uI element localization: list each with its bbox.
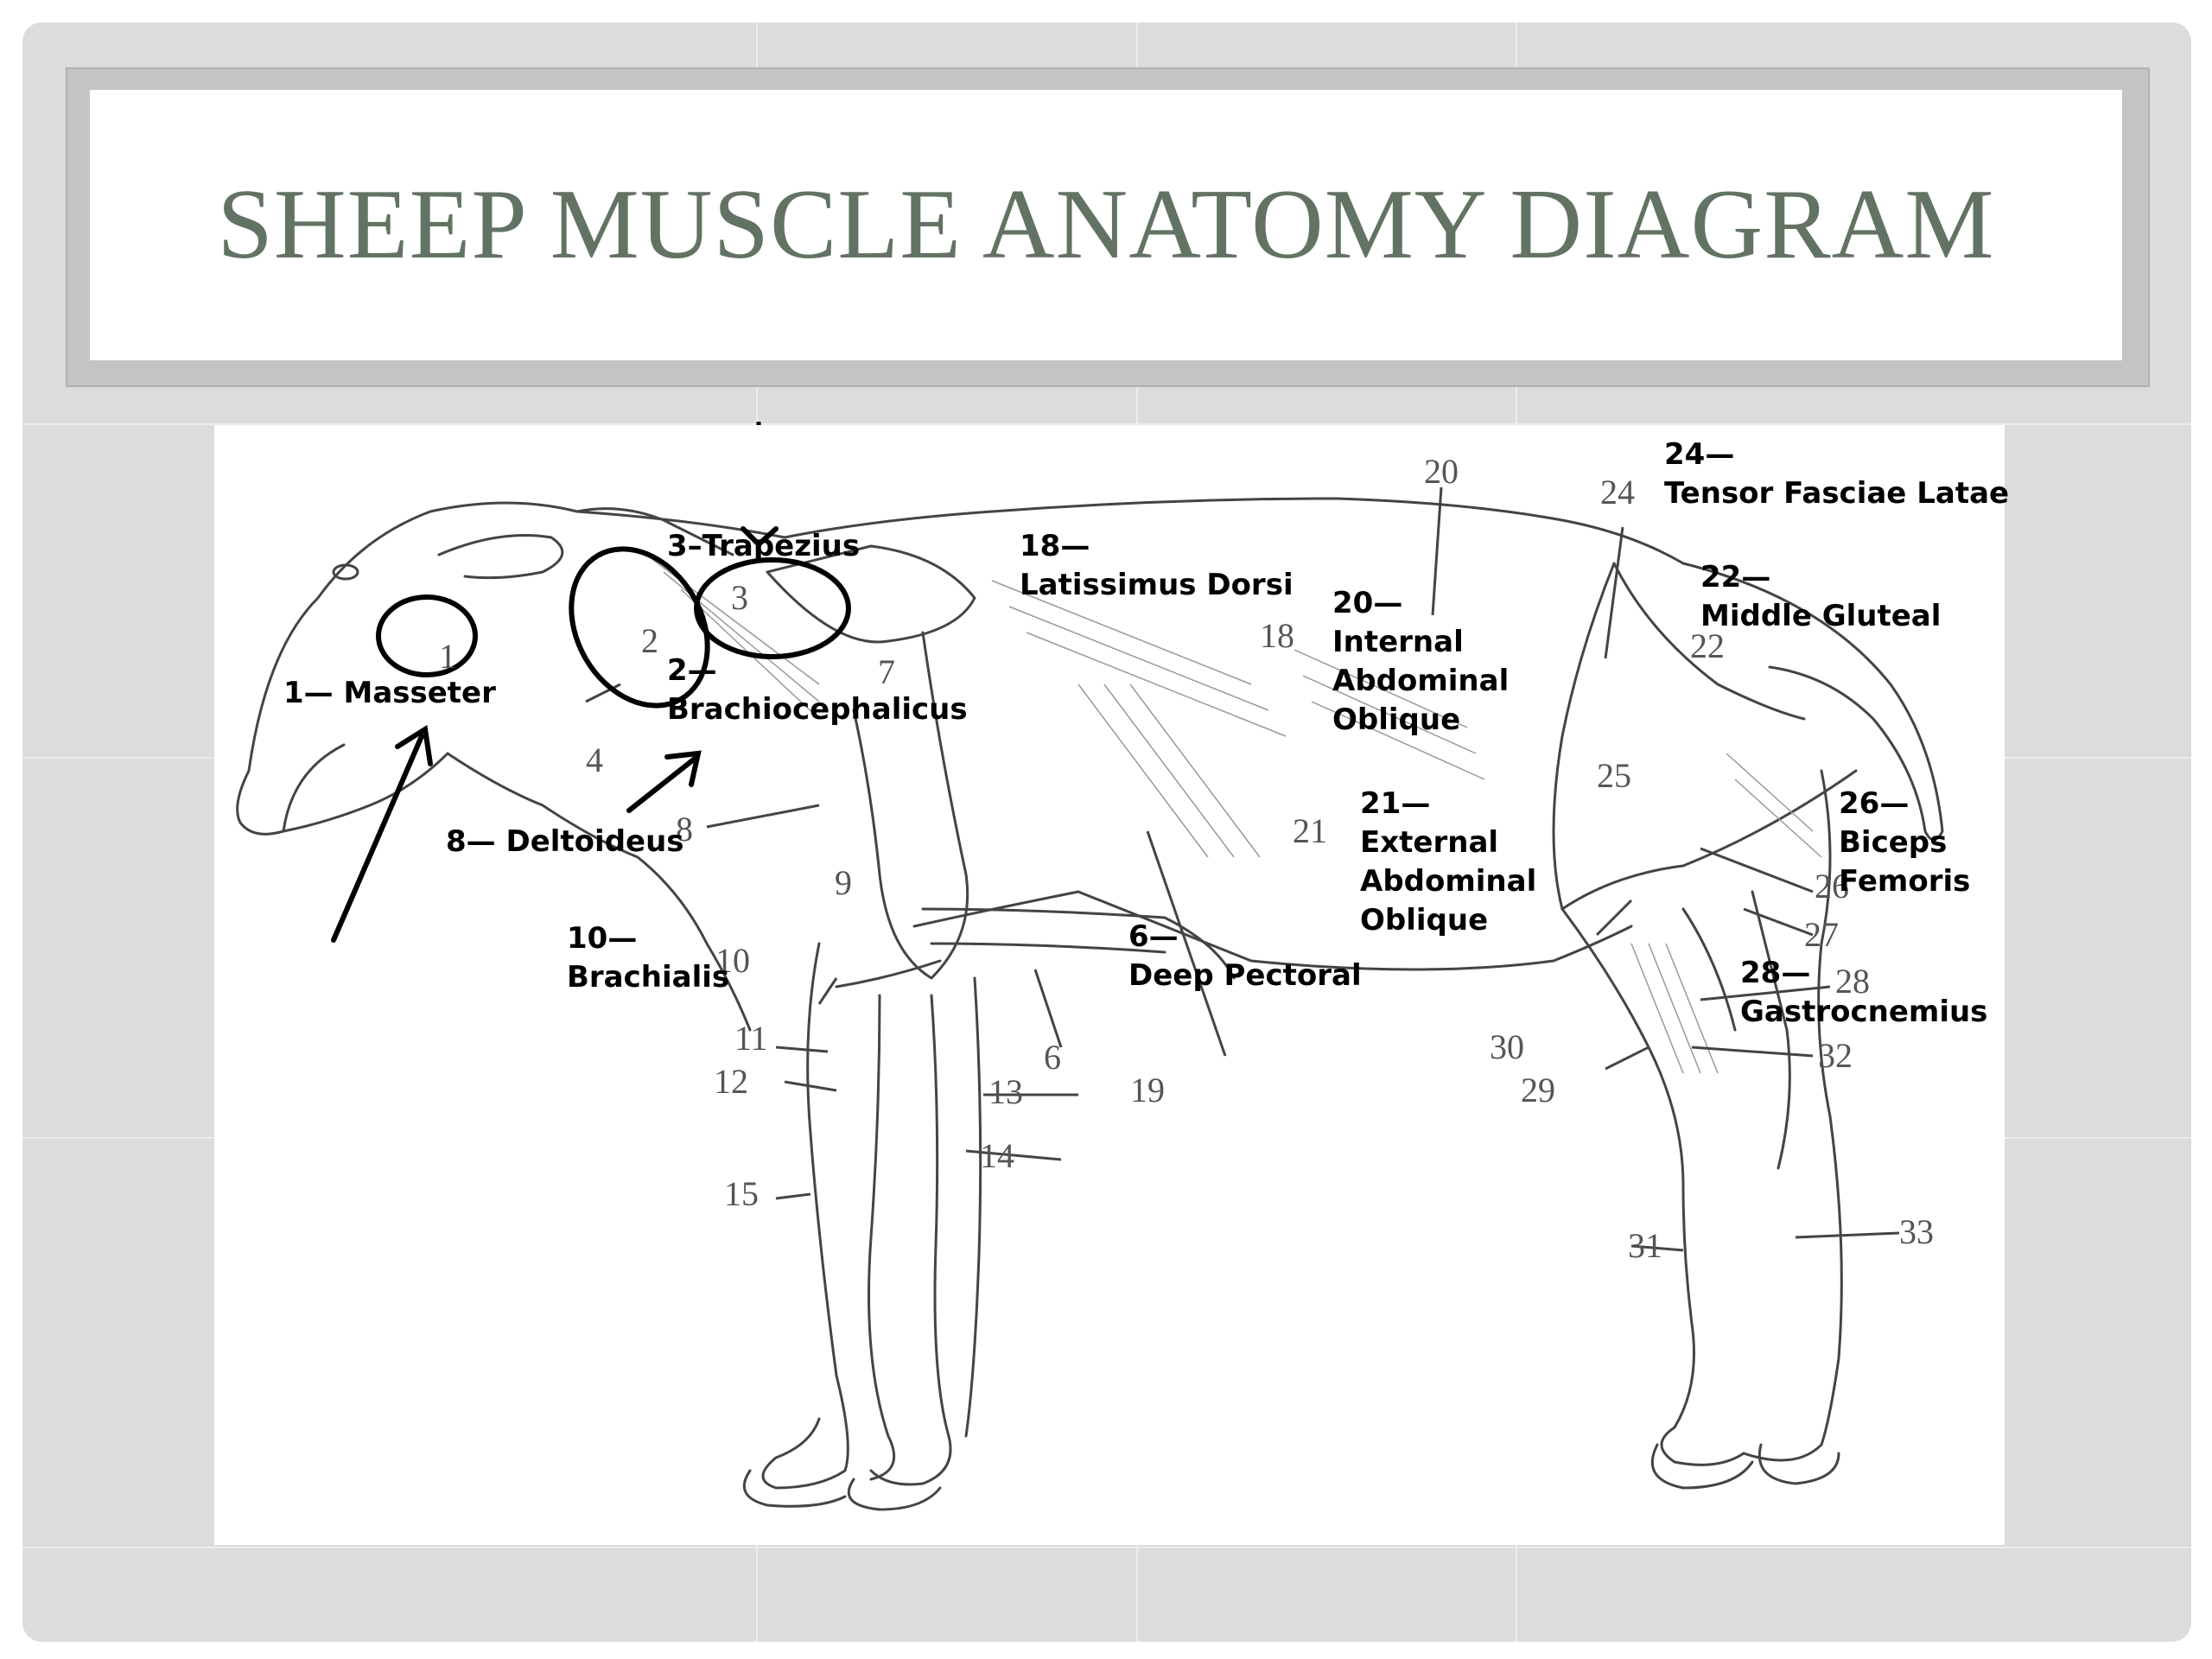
label-external-abdominal-oblique: 21— External Abdominal Oblique (1360, 786, 1537, 938)
figure-number: 4 (586, 741, 603, 779)
sheep-foreleg-front (761, 942, 849, 1490)
figure-number: 27 (1804, 915, 1839, 954)
figure-number: 3 (731, 578, 748, 617)
sheep-scapula (766, 544, 976, 644)
label-brachiocephalicus: 2— Brachiocephalicus (667, 653, 968, 727)
sheep-ear (437, 534, 564, 580)
figure-number: 19 (1130, 1071, 1165, 1109)
sheep-neck-bottom (446, 752, 752, 1032)
figure-number: 7 (878, 652, 895, 691)
figure-number: 26 (1815, 867, 1849, 906)
label-tensor-fasciae-latae: 24— Tensor Fasciae Latae (1664, 437, 2010, 511)
figure-number: 8 (676, 810, 693, 849)
grid-line (22, 423, 2191, 425)
figure-number: 20 (1424, 452, 1459, 491)
label-deep-pectoral: 6— Deep Pectoral (1128, 919, 1362, 993)
figure-number: 14 (980, 1136, 1014, 1175)
figure-number: 32 (1818, 1036, 1853, 1075)
slide-title: SHEEP MUSCLE ANATOMY DIAGRAM (217, 169, 1995, 280)
sheep-head (247, 501, 734, 772)
figure-number: 18 (1260, 616, 1294, 655)
label-latissimus-dorsi: 18— Latissimus Dorsi (1020, 529, 1294, 602)
muscle-hatching (645, 554, 1822, 1074)
label-trapezius: 3–Trapezius (667, 529, 861, 563)
figure-number: 9 (835, 863, 852, 902)
label-biceps-femoris: 26— Biceps Femoris (1839, 786, 1971, 899)
sheep-belly (912, 890, 1633, 971)
figure-number: 2 (641, 621, 658, 660)
sheep-drawing (236, 486, 1944, 1511)
figure-number: 30 (1490, 1027, 1524, 1066)
figure-number: 12 (714, 1062, 748, 1101)
sheep-eye (332, 563, 359, 581)
label-deltoideus: 8— Deltoideus (446, 824, 684, 859)
figure-number: 25 (1597, 756, 1631, 795)
label-internal-abdominal-oblique: 20— Internal Abdominal Oblique (1332, 586, 1510, 737)
leader-lines (585, 486, 1900, 1252)
figure-number: 6 (1044, 1038, 1061, 1077)
label-brachialis: 10— Brachialis (567, 921, 730, 995)
annotation-circles (376, 546, 851, 709)
figure-number: 22 (1690, 626, 1725, 665)
figure-number: 15 (724, 1174, 759, 1213)
figure-number: 21 (1293, 811, 1327, 850)
sheep-hooves (742, 1469, 847, 1508)
sheep-figure: 1 2 3 4 6 7 8 9 10 11 12 13 14 15 18 19 … (214, 425, 2005, 1545)
figure-number: 29 (1521, 1071, 1555, 1109)
figure-number: 1 (439, 637, 456, 676)
figure-number: 13 (988, 1072, 1023, 1111)
sheep-tail (1681, 562, 1944, 842)
figure-number: 28 (1835, 962, 1870, 1001)
figure-number: 11 (734, 1019, 768, 1058)
sheep-foreleg-back (869, 994, 952, 1486)
figure-number: 24 (1600, 473, 1635, 512)
grid-line (22, 1547, 2191, 1548)
figure-number: 33 (1899, 1212, 1934, 1251)
annotation-arrows (331, 526, 779, 943)
figure-number: 31 (1628, 1226, 1662, 1265)
label-middle-gluteal: 22— Middle Gluteal (1700, 560, 1942, 633)
label-gastrocnemius: 28— Gastrocnemius (1740, 956, 1988, 1029)
figure-number: 10 (715, 941, 750, 980)
label-masseter: 1— Masseter (283, 676, 496, 710)
title-box: SHEEP MUSCLE ANATOMY DIAGRAM (90, 90, 2122, 360)
